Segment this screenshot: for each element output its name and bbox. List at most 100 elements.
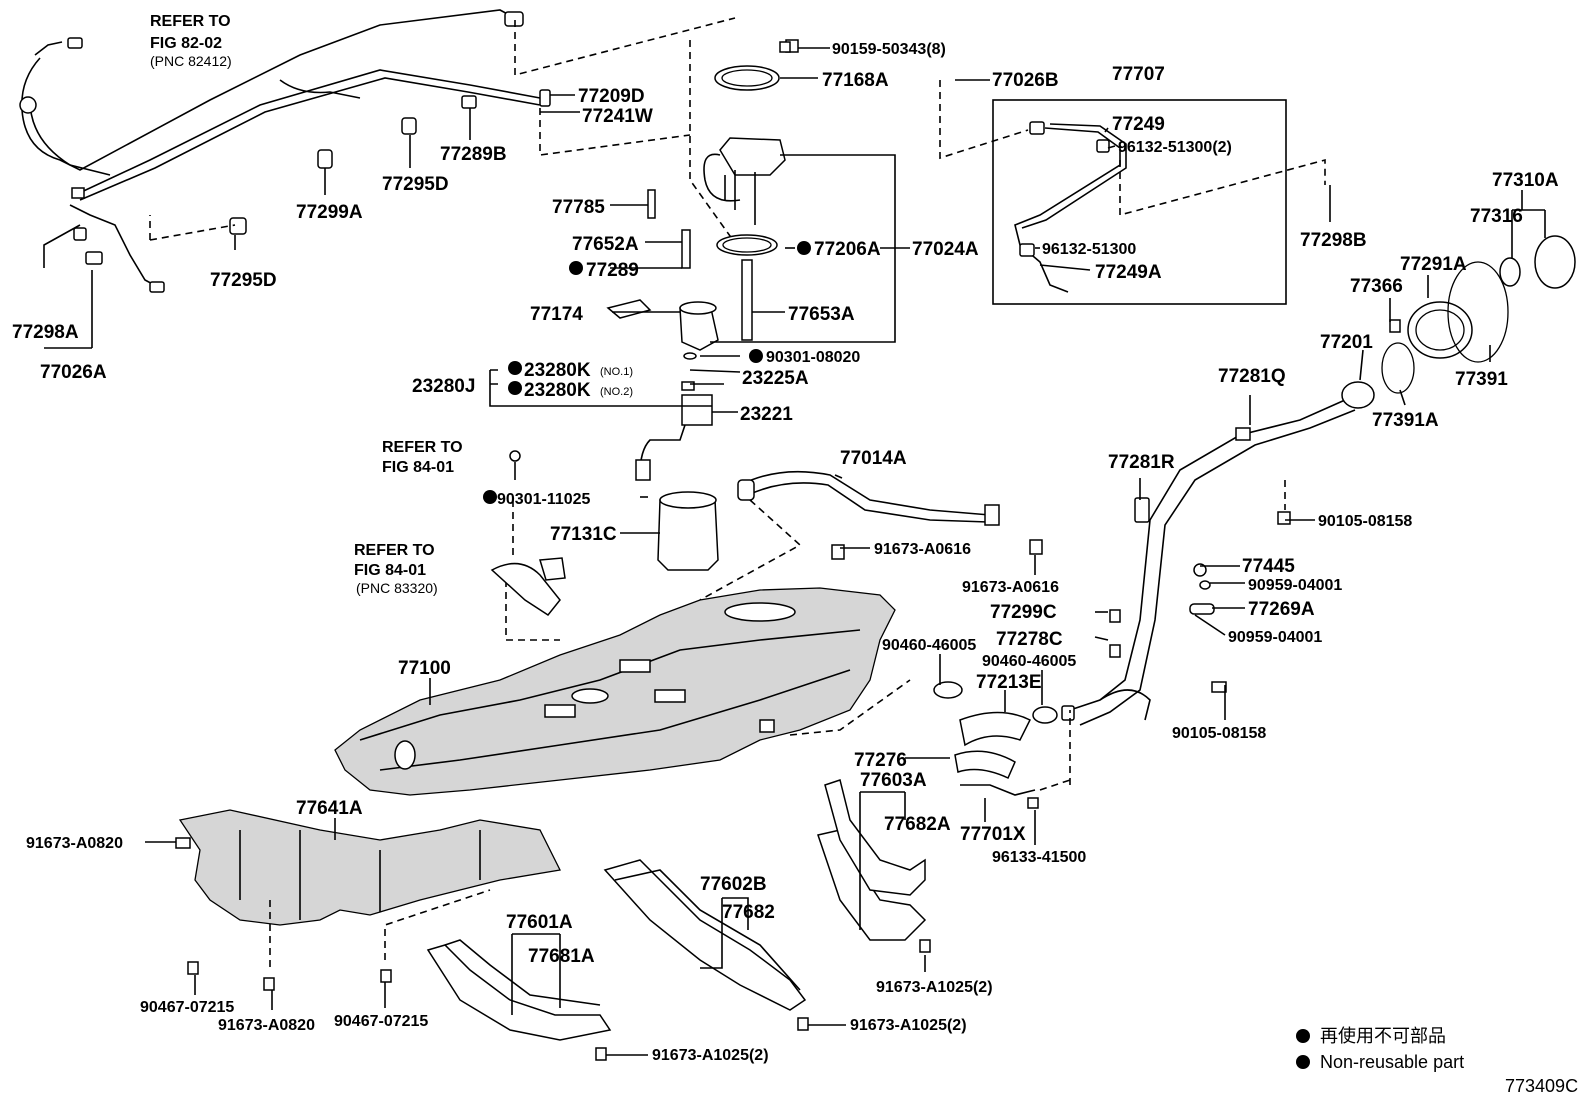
part-label: 77391 [1455, 369, 1508, 390]
part-label: 77682A [884, 814, 951, 835]
part-label: 77249A [1095, 262, 1162, 283]
part-label: 77681A [528, 946, 595, 967]
part-label: 77701X [960, 824, 1026, 845]
part-label: 77276 [854, 750, 907, 771]
bolts [175, 41, 1039, 1061]
vent-hoses [699, 470, 1121, 796]
leader-lines [43, 47, 1546, 1056]
legend-text-en: Non-reusable part [1320, 1052, 1464, 1072]
filler-neck-assembly [1039, 235, 1576, 791]
part-label: 23280K [524, 380, 591, 401]
part-label: 77601A [506, 912, 573, 933]
part-label: 77299A [296, 202, 363, 223]
part-label: 90467-07215 [140, 999, 234, 1016]
part-label: 77298A [12, 322, 79, 343]
part-label: 77024A [912, 239, 979, 260]
part-label: 77281Q [1218, 366, 1286, 387]
part-label: 77603A [860, 770, 927, 791]
refer-note-line: REFER TO [382, 439, 463, 456]
part-label: 77653A [788, 304, 855, 325]
part-labels: 90159-50343(8) 77168A 77026B 77707 77209… [12, 41, 1559, 1064]
part-label: 77026A [40, 362, 107, 383]
part-label: 77682 [722, 902, 775, 923]
part-label: 90159-50343(8) [832, 41, 946, 58]
part-label: 96133-41500 [992, 849, 1086, 866]
part-label: 77295D [382, 174, 449, 195]
legend-text-jp: 再使用不可部品 [1320, 1026, 1446, 1046]
diagram-id: 773409C [1505, 1076, 1578, 1096]
part-label: 77213E [976, 672, 1042, 693]
part-label: 77100 [398, 658, 451, 679]
part-label: 96132-51300(2) [1118, 139, 1232, 156]
part-label: 77299C [990, 602, 1057, 623]
part-label: 90105-08158 [1318, 513, 1412, 530]
part-label: 77602B [700, 874, 767, 895]
fuel-line-assembly [19, 9, 551, 293]
part-label: 77295D [210, 270, 277, 291]
refer-note-line: REFER TO [150, 13, 231, 30]
part-label: 90959-04001 [1228, 629, 1322, 646]
legend: 再使用不可部品 Non-reusable part 773409C [1296, 1026, 1578, 1096]
part-label: 77014A [840, 448, 907, 469]
part-label: 77269A [1248, 599, 1315, 620]
legend-dot-icon [1296, 1029, 1310, 1043]
part-label: 91673-A0616 [962, 579, 1059, 596]
part-label: 90460-46005 [982, 653, 1076, 670]
part-label: 77366 [1350, 276, 1403, 297]
part-label: 23280J [412, 376, 475, 397]
part-label: 90959-04001 [1248, 577, 1342, 594]
non-reusable-markers [483, 241, 811, 504]
part-label: 91673-A0820 [218, 1017, 315, 1034]
fuel-tank [334, 587, 896, 796]
legend-dot-icon [1296, 1055, 1310, 1069]
refer-note-line: REFER TO [354, 542, 435, 559]
refer-notes: REFER TO FIG 82-02 (PNC 82412) REFER TO … [150, 13, 463, 596]
part-label: 77174 [530, 304, 583, 325]
part-label: 77209D [578, 86, 645, 107]
part-label: 77249 [1112, 114, 1165, 135]
part-label: 23221 [740, 404, 793, 425]
part-label: (NO.2) [600, 386, 633, 398]
part-label: 77281R [1108, 452, 1175, 473]
part-label: 77785 [552, 197, 605, 218]
part-label: 91673-A0616 [874, 541, 971, 558]
part-label: 77168A [822, 70, 889, 91]
part-label: 77289B [440, 144, 507, 165]
part-label: 77289 [586, 260, 639, 281]
part-label: 77206A [814, 239, 881, 260]
refer-note-line: (PNC 83320) [356, 580, 438, 596]
tank-straps [426, 779, 927, 1041]
part-label: 77316 [1470, 206, 1523, 227]
part-label: 90467-07215 [334, 1013, 428, 1030]
part-label: 77310A [1492, 170, 1559, 191]
part-label: 77298B [1300, 230, 1367, 251]
fuel-pump-module [490, 39, 799, 641]
part-label: 23225A [742, 368, 809, 389]
part-label: (NO.1) [600, 366, 633, 378]
part-label: 77026B [992, 70, 1059, 91]
part-label: 91673-A1025(2) [876, 979, 993, 996]
part-label: 77641A [296, 798, 363, 819]
part-label: 77291A [1400, 254, 1467, 275]
refer-note-line: (PNC 82412) [150, 53, 232, 69]
refer-note-line: FIG 84-01 [382, 459, 454, 476]
hose-kit-77707 [939, 80, 1326, 305]
part-label: 77241W [582, 106, 653, 127]
part-label: 77278C [996, 629, 1063, 650]
part-label: 91673-A1025(2) [850, 1017, 967, 1034]
fuel-tank-protector [178, 809, 561, 970]
refer-note-line: FIG 82-02 [150, 35, 222, 52]
part-label: 77201 [1320, 332, 1373, 353]
part-label: 91673-A0820 [26, 835, 123, 852]
part-label: 77131C [550, 524, 617, 545]
part-label: 77652A [572, 234, 639, 255]
part-label: 77445 [1242, 556, 1295, 577]
part-label: 90301-11025 [497, 491, 591, 508]
refer-note-line: FIG 84-01 [354, 562, 426, 579]
part-label: 77707 [1112, 64, 1165, 85]
part-label: 23280K [524, 360, 591, 381]
part-label: 96132-51300 [1042, 241, 1136, 258]
part-label: 90460-46005 [882, 637, 976, 654]
